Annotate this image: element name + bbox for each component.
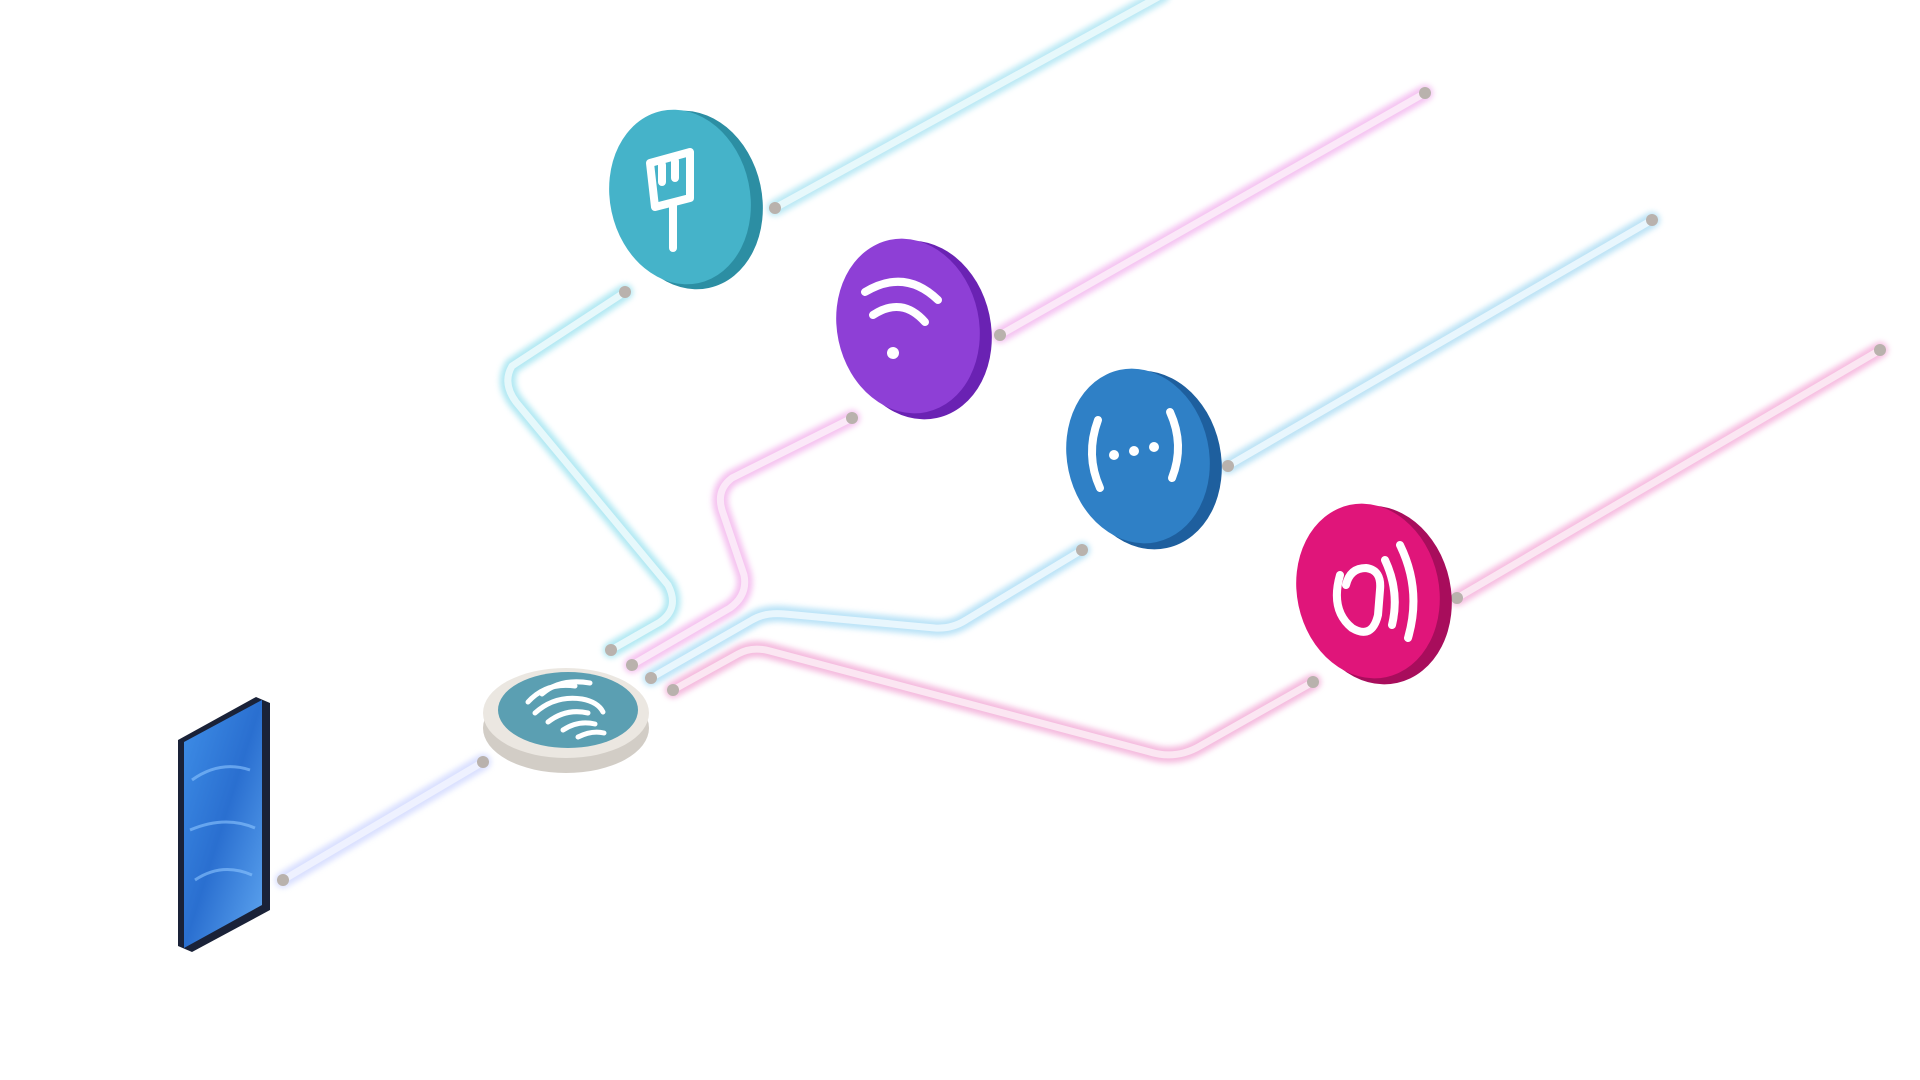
tube-core xyxy=(669,645,1317,759)
tube-cap xyxy=(477,756,489,768)
signal-dots-icon xyxy=(1087,408,1183,492)
tube-cap xyxy=(605,644,617,656)
tube-cap xyxy=(1222,460,1234,472)
tube-ethernet-out xyxy=(767,0,1169,216)
tube-hub-nfc xyxy=(665,641,1321,763)
tube-wifi-out xyxy=(992,85,1433,343)
tube-cap xyxy=(1076,544,1088,556)
tube-core xyxy=(647,546,1086,682)
ethernet-plug-icon xyxy=(646,148,694,252)
tube-cap xyxy=(277,874,289,886)
tube-hub-cellular xyxy=(643,542,1090,686)
tube-core xyxy=(996,89,1429,339)
tube-cap xyxy=(645,672,657,684)
tube-core xyxy=(1453,346,1884,602)
tube-glow xyxy=(499,284,681,658)
wifi-node xyxy=(836,238,992,420)
tube-hub-wifi xyxy=(624,410,860,673)
tube-core xyxy=(771,0,1161,212)
hub-node xyxy=(483,668,649,773)
tube-cap xyxy=(667,684,679,696)
tube-cap xyxy=(846,412,858,424)
tube-cap xyxy=(1307,676,1319,688)
tube-core xyxy=(628,414,856,669)
node-face xyxy=(836,238,980,414)
nfc-node xyxy=(1296,503,1452,685)
tube-cap xyxy=(619,286,631,298)
tube-cap xyxy=(1646,214,1658,226)
tube-cap xyxy=(1874,344,1886,356)
cellular-node xyxy=(1066,368,1222,550)
phone-screen xyxy=(184,700,262,948)
tube-core xyxy=(1224,216,1656,470)
tube-cap xyxy=(769,202,781,214)
tube-cellular-out xyxy=(1220,212,1660,474)
tube-cap xyxy=(626,659,638,671)
nfc-icon xyxy=(1333,541,1418,642)
tube-phone-hub xyxy=(275,754,491,888)
connections xyxy=(275,0,1888,888)
tube-cap xyxy=(994,329,1006,341)
smartphone-icon xyxy=(178,697,270,952)
tube-core xyxy=(504,288,676,654)
tube-cap xyxy=(1451,592,1463,604)
phone-screen-ripple xyxy=(189,765,256,882)
wifi-icon xyxy=(861,277,942,359)
tube-cap xyxy=(1419,87,1431,99)
tube-core xyxy=(279,758,487,884)
tube-nfc-out xyxy=(1449,342,1888,606)
ethernet-node xyxy=(609,109,763,290)
fingerprint-icon xyxy=(525,679,607,740)
tube-hub-ethernet xyxy=(499,284,681,658)
